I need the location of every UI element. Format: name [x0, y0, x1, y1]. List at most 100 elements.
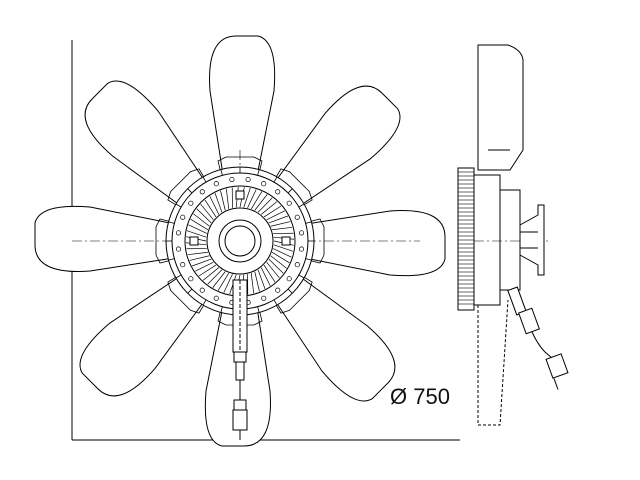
clutch-bolt [281, 236, 291, 246]
hub-rivet [213, 295, 219, 301]
side-sensor [507, 286, 527, 316]
hub-notch [305, 258, 312, 261]
clutch-fin [225, 188, 230, 209]
clutch-fin [250, 273, 255, 294]
hub-notch [202, 176, 207, 183]
fan-blade-outline [84, 80, 210, 211]
fan-blade-outline [299, 210, 446, 277]
side-cable [531, 331, 553, 359]
connector-body-top [233, 399, 247, 411]
fan-blade-outline [209, 35, 276, 182]
clutch-fin [186, 230, 207, 238]
hub-notch [298, 274, 305, 279]
hub-rivet [298, 246, 305, 252]
sensor-plug [235, 361, 245, 381]
hub-rivet [175, 230, 182, 236]
blade-root-bracket [272, 168, 313, 209]
hub-notch [187, 188, 193, 194]
clutch-fin [268, 258, 284, 274]
hub-rivet [245, 176, 251, 183]
clutch-fin [270, 255, 287, 269]
clutch-fin [271, 251, 290, 264]
blade-root-bracket [272, 273, 313, 314]
fan-blade [270, 271, 396, 402]
fan-blade [270, 85, 401, 211]
clutch-fin [200, 203, 214, 221]
clutch-fin [254, 194, 268, 211]
center-bore [224, 225, 256, 257]
clutch-fin [260, 267, 271, 286]
hub-notch [168, 258, 175, 261]
side-fins [458, 171, 474, 305]
fan-blade [34, 205, 181, 272]
hub-notch [298, 203, 305, 208]
hub-notch [175, 203, 182, 208]
clutch-fin [243, 187, 251, 208]
hub-notch [175, 274, 182, 279]
clutch-fin [260, 201, 278, 215]
side-connector-pin [553, 378, 559, 390]
clutch-fin [268, 215, 288, 224]
clutch-fin [195, 261, 214, 272]
side-fin-stack [457, 167, 475, 311]
hub-notch [257, 169, 260, 176]
clutch-fin [257, 269, 266, 289]
hub-rivet [180, 262, 186, 268]
clutch-bolt [235, 190, 245, 200]
clutch-fin [263, 205, 282, 218]
clutch-fin [214, 193, 223, 213]
clutch-fin [272, 226, 293, 231]
hub-rivet [261, 181, 267, 187]
side-hub-section [499, 189, 521, 291]
side-lower-blade [477, 299, 509, 426]
clutch-fin [190, 218, 209, 231]
hub-notch [220, 169, 223, 176]
blade-root-bracket [167, 168, 208, 209]
clutch-fin [266, 210, 285, 221]
hub-notch [187, 288, 193, 294]
hub-notch [287, 288, 293, 294]
hub-rivet [180, 214, 186, 220]
hub-rivet [175, 246, 182, 252]
side-flange [519, 204, 545, 276]
clutch-fin [204, 199, 217, 218]
hub-notch [287, 188, 293, 194]
hub-notch [168, 221, 175, 224]
clutch-fin [192, 258, 212, 267]
hub-rivet [286, 200, 292, 206]
hub-notch [202, 299, 207, 306]
fan-blade-outline [270, 85, 401, 211]
clutch-fin [198, 264, 217, 277]
hub-rivet [275, 287, 281, 293]
clutch-fin [217, 272, 230, 291]
clutch-fin [187, 251, 208, 256]
hub-rivet [188, 276, 194, 282]
clutch-fin [254, 271, 260, 292]
hub-rivet [213, 181, 219, 187]
sensor-clip [233, 351, 247, 363]
fan-blade [209, 35, 276, 182]
hub-rivet [199, 189, 205, 195]
clutch-fin [220, 190, 226, 211]
fan-blade-outline [79, 271, 210, 397]
fan-blade-outline [270, 271, 396, 402]
fan-blades [34, 35, 446, 447]
fan-blade [299, 210, 446, 277]
clutch-fin [207, 269, 223, 285]
hub-notch [273, 299, 278, 306]
fan-blade-outline [34, 205, 181, 272]
clutch-fin [196, 208, 212, 224]
clutch-fin [263, 264, 276, 283]
hub-rivet [286, 276, 292, 282]
clutch-fins [185, 186, 295, 296]
hub-notch [220, 306, 223, 313]
clutch-fin [250, 191, 263, 210]
clutch-fin [272, 248, 292, 258]
clutch-fin [189, 255, 210, 261]
fan-side-view [457, 44, 569, 426]
clutch-fin [266, 261, 280, 279]
connector-body [232, 409, 248, 431]
clutch-fin [223, 273, 233, 293]
hub-rivet [199, 287, 205, 293]
hub-rivet [298, 230, 305, 236]
